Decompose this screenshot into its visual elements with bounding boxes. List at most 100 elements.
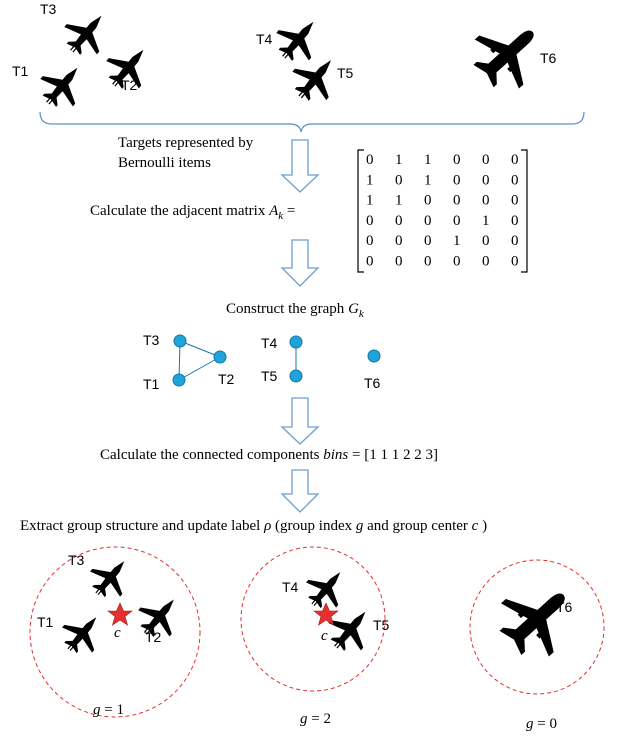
step3-caption: Calculate the connected components bins … <box>100 447 438 463</box>
group-2: c T4 T5 <box>240 546 390 692</box>
group-1-label-t3: T3 <box>68 552 85 568</box>
matrix-cell: 0 <box>482 172 490 188</box>
graph-label-t1: T1 <box>143 376 160 392</box>
step3-eq: = [1 1 1 2 2 3] <box>348 447 438 463</box>
matrix-cell: 0 <box>453 152 461 168</box>
matrix-cell: 0 <box>511 233 519 249</box>
step4-c: c <box>472 518 479 534</box>
group-3-label-t6: T6 <box>556 599 573 615</box>
step1-eq: = <box>283 203 295 219</box>
group-2-caption-eq: = 2 <box>308 711 331 727</box>
step1-caption: Calculate the adjacent matrix Ak = <box>90 203 295 222</box>
matrix-cell: 1 <box>366 193 374 209</box>
group-3-circle <box>469 559 605 695</box>
edge-t1-t2 <box>178 356 221 381</box>
aircraft-t1-icon <box>30 53 95 118</box>
matrix-cell: 1 <box>424 172 432 188</box>
step2-caption: Construct the graph Gk <box>226 301 365 320</box>
top-label-t2: T2 <box>121 77 138 93</box>
matrix-cell: 0 <box>366 152 374 168</box>
group-3-caption: g = 0 <box>526 716 557 732</box>
graph-label-t4: T4 <box>261 335 278 351</box>
aircraft-t4-icon <box>266 7 331 72</box>
matrix-left-bracket <box>357 149 364 273</box>
matrix-cell: 0 <box>366 233 374 249</box>
graph-label-t6: T6 <box>364 375 381 391</box>
matrix-cell: 0 <box>424 213 432 229</box>
matrix-cell: 0 <box>511 152 519 168</box>
group-2-center-label: c <box>321 628 328 644</box>
matrix-cell: 0 <box>424 233 432 249</box>
group-2-circle <box>240 546 386 692</box>
group-1-caption: g = 1 <box>93 702 124 718</box>
matrix-cell: 0 <box>366 213 374 229</box>
group-1-caption-eq: = 1 <box>101 702 124 718</box>
edge-t3-t1 <box>178 340 181 381</box>
group-1-circle <box>29 546 201 718</box>
matrix-cell: 1 <box>395 152 403 168</box>
matrix-cell: 0 <box>453 213 461 229</box>
step2-text: Construct the graph <box>226 301 348 317</box>
top-label-t3: T3 <box>40 1 57 17</box>
matrix-cell: 0 <box>482 254 490 270</box>
top-label-t5: T5 <box>337 65 354 81</box>
matrix-cell: 0 <box>453 172 461 188</box>
step2-var: G <box>348 301 359 317</box>
matrix-cell: 0 <box>511 254 519 270</box>
top-label-t6: T6 <box>540 50 557 66</box>
aircraft-t3-icon <box>54 1 119 66</box>
step1-text: Calculate the adjacent matrix <box>90 203 269 219</box>
matrix-cell: 0 <box>424 193 432 209</box>
group-1-label-t2: T2 <box>145 629 162 645</box>
group-2-label-t5: T5 <box>373 617 390 633</box>
group-2-center-star <box>313 602 339 626</box>
targets-brace <box>39 111 585 133</box>
node-t4 <box>289 335 303 349</box>
node-t3 <box>173 334 187 348</box>
brace-text-line2: Bernoulli items <box>118 155 211 171</box>
matrix-cell: 0 <box>395 254 403 270</box>
step4-text1: Extract group structure and update label <box>20 518 264 534</box>
graph-label-t3: T3 <box>143 332 160 348</box>
flow-arrows <box>280 139 320 513</box>
down-arrow-3 <box>280 397 320 445</box>
matrix-cell: 1 <box>395 193 403 209</box>
step4-caption: Extract group structure and update label… <box>20 518 487 534</box>
group-2-caption-var: g <box>300 711 308 727</box>
step3-text: Calculate the connected components <box>100 447 323 463</box>
top-aircraft <box>30 1 555 118</box>
matrix-cell: 1 <box>366 172 374 188</box>
group-1-center-label: c <box>114 625 121 641</box>
group3-aircraft-t6-icon <box>486 568 588 670</box>
group-1-center-star <box>107 602 133 626</box>
step1-var: A <box>268 203 279 219</box>
matrix-cell: 0 <box>511 193 519 209</box>
down-arrow-1 <box>280 139 320 193</box>
node-t6 <box>367 349 381 363</box>
step4-text2: (group index <box>271 518 356 534</box>
step4-text4: ) <box>478 518 487 534</box>
graph-label-t5: T5 <box>261 368 278 384</box>
top-label-t4: T4 <box>256 31 273 47</box>
matrix-cell: 0 <box>453 193 461 209</box>
step1-sub: k <box>278 210 284 222</box>
graph-gk <box>172 334 381 387</box>
group-2-caption: g = 2 <box>300 711 331 727</box>
step4-text3: and group center <box>363 518 471 534</box>
edge-t3-t2 <box>179 340 221 358</box>
step4-g: g <box>356 518 364 534</box>
matrix-cell: 1 <box>482 213 490 229</box>
matrix-cell: 0 <box>511 172 519 188</box>
matrix-cell: 0 <box>453 254 461 270</box>
matrix-cell: 0 <box>511 213 519 229</box>
node-t1 <box>172 373 186 387</box>
group-1-caption-var: g <box>93 702 101 718</box>
matrix-cell: 0 <box>395 172 403 188</box>
matrix-cell: 0 <box>482 152 490 168</box>
matrix-cell: 1 <box>424 152 432 168</box>
step4-rho: ρ <box>263 518 271 534</box>
group1-aircraft-t3-icon <box>81 548 140 607</box>
matrix-right-bracket <box>521 149 528 273</box>
